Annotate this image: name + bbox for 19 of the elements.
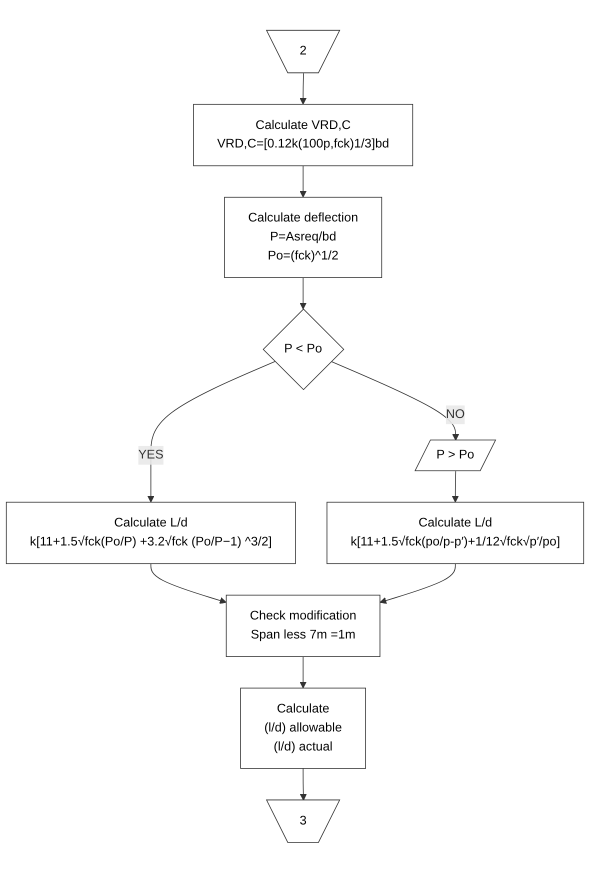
arrow <box>300 276 307 310</box>
node-box: Calculate (l/d) allowable (l/d) actual <box>240 687 366 768</box>
arrow <box>330 360 460 440</box>
node-box: Check modification Span less 7m =1m <box>226 594 380 657</box>
arrow <box>300 164 307 198</box>
edge-label: NO <box>446 407 465 421</box>
edge-label: YES <box>138 448 164 462</box>
arrow <box>300 768 307 800</box>
arrow <box>452 470 459 502</box>
node-box: Calculate deflection P=Asreq/bd Po=(fck)^1/2 <box>224 196 382 278</box>
arrow <box>300 656 307 688</box>
node-box: Calculate VRD,C VRD,C=[0.12k(100p,fck)1/3]bd <box>193 104 414 166</box>
arrow <box>380 562 456 604</box>
node-diamond: P < Po <box>262 308 344 390</box>
arrow <box>300 72 307 104</box>
arrow <box>147 360 276 502</box>
arrow <box>150 562 227 604</box>
node-box: Calculate L/d k[11+1.5√fck(po/p-p′)+1/12√fck√p′/po] <box>326 501 584 564</box>
node-box: Calculate L/d k[11+1.5√fck(Po/P) +3.2√fck (Po/P−1) ^3/2] <box>6 501 296 564</box>
